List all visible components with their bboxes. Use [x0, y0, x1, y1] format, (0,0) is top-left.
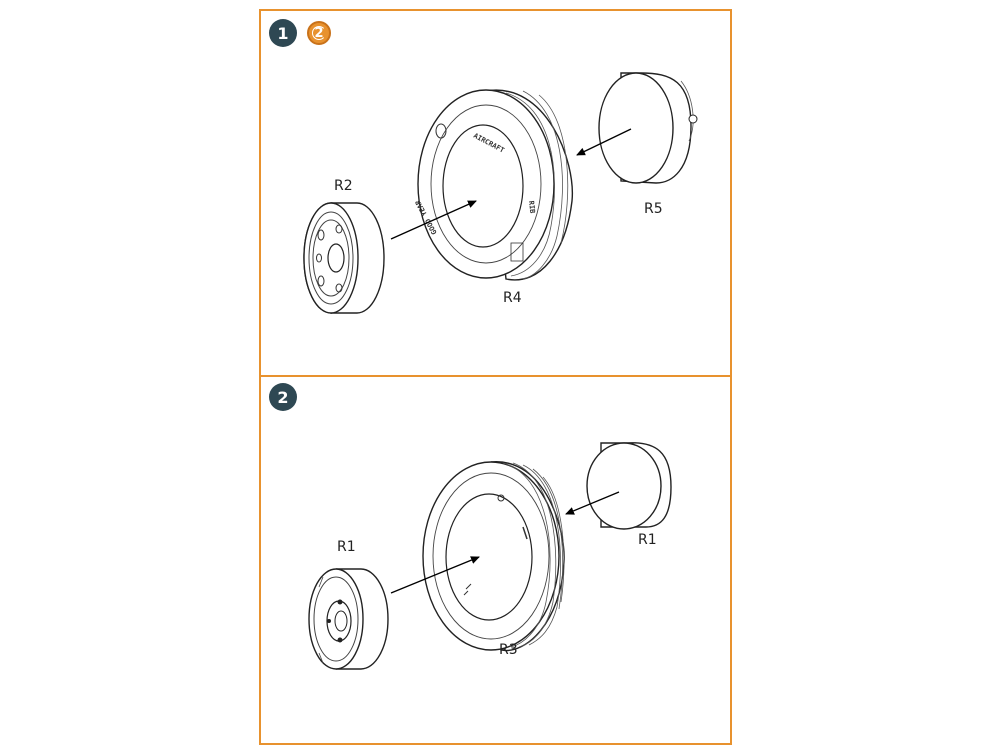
assembly-arrow-hub [390, 200, 477, 240]
assembly-arrow-cap [565, 491, 620, 515]
assembly-arrow-cap [576, 128, 632, 156]
step-2-number: 2 [277, 387, 289, 407]
label-hub: R2 [334, 178, 353, 194]
assembly-arrow-hub [390, 556, 480, 594]
step-2-panel: 2 [259, 377, 732, 745]
tire-sidewall-text-rib: RIB [527, 200, 536, 213]
label-tire: R4 [503, 290, 522, 306]
step-1-panel: 1 2 [259, 9, 732, 377]
wheel-assembly-2-drawing [308, 442, 672, 670]
alt-step-badge: 2 [307, 21, 331, 45]
cap-part-r5 [598, 72, 698, 184]
wheel-assembly-1-drawing: AIRCRAFT RIB GOOD YEAR [303, 72, 698, 314]
step-1-badge: 1 [269, 19, 297, 47]
hub-part-r2 [303, 202, 385, 314]
label-cap: R5 [644, 201, 663, 217]
label-hub: R1 [337, 539, 356, 555]
label-tire: R3 [499, 642, 518, 658]
label-cap: R1 [638, 532, 657, 548]
cap-part-r1 [586, 442, 672, 530]
step-2-badge: 2 [269, 383, 297, 411]
hub-part-r1 [308, 568, 389, 670]
rotate-icon [312, 26, 326, 40]
tire-part-r4: AIRCRAFT RIB GOOD YEAR [414, 89, 574, 281]
tire-part-r3 [422, 461, 565, 652]
step-1-number: 1 [277, 23, 289, 43]
